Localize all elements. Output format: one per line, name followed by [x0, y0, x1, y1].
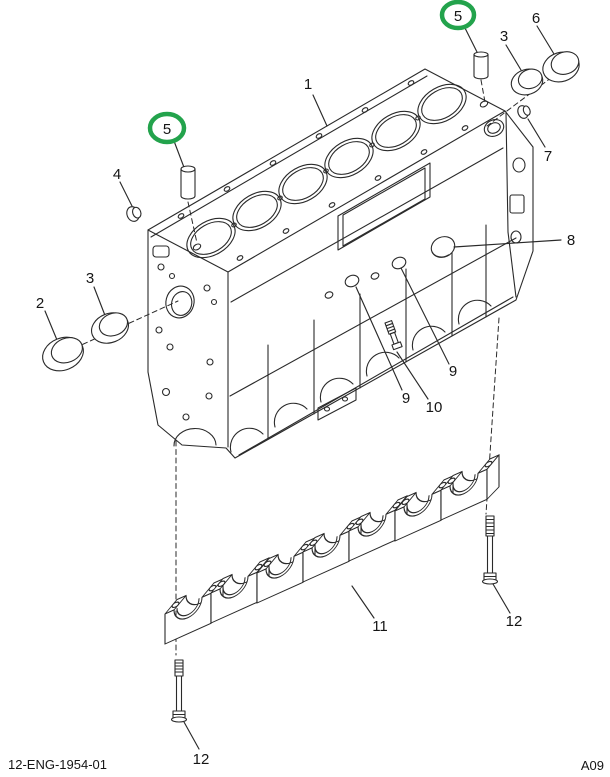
callout-label-3-front[interactable]: 3 [86, 270, 94, 287]
callout-label-2[interactable]: 2 [36, 295, 44, 312]
highlight-ring-callout-5-front[interactable] [147, 111, 187, 145]
drawing-number: 12-ENG-1954-01 [8, 757, 107, 772]
bearing-sleeve-6 [542, 51, 580, 83]
block-front-face [152, 245, 218, 447]
bearing-caps [164, 454, 500, 645]
block-rear-face [483, 119, 526, 244]
dowel-pin-rear [473, 51, 489, 80]
callout-label-4[interactable]: 4 [113, 166, 121, 183]
bearing-sleeve-3-front [91, 312, 129, 344]
stud-10 [384, 320, 403, 351]
highlight-ring-callout-5-rear[interactable] [439, 0, 477, 31]
block-side-face [229, 147, 517, 456]
callout-label-6[interactable]: 6 [532, 10, 540, 27]
leader-lines [44, 25, 562, 750]
callout-label-9-upper[interactable]: 9 [449, 363, 457, 380]
sheet-code: A09 [581, 758, 604, 773]
bearing-cap [440, 454, 500, 521]
bearing-sleeve-2 [42, 336, 84, 372]
footer: 12-ENG-1954-01 A09 [8, 757, 604, 773]
callout-label-9-lower[interactable]: 9 [402, 390, 410, 407]
deck-bolt-holes [177, 80, 489, 261]
callout-label-10[interactable]: 10 [426, 399, 443, 416]
callout-label-12-left[interactable]: 12 [193, 751, 210, 768]
cup-plug-7 [517, 105, 531, 119]
callout-label-1[interactable]: 1 [304, 76, 312, 93]
dowel-hole-front [192, 243, 202, 251]
dowel-hole-rear [479, 100, 489, 108]
callout-label-5-rear[interactable]: 5 [454, 8, 462, 25]
cylinder-bores [186, 83, 467, 259]
callout-label-5-front[interactable]: 5 [163, 121, 171, 138]
plug-4 [126, 206, 142, 222]
dowel-pin-front [180, 165, 196, 200]
bearing-cap-bolt-left [170, 659, 188, 723]
engine-block [147, 68, 534, 459]
callout-label-11[interactable]: 11 [372, 618, 388, 635]
callout-labels: 1 2 3 4 5 5 3 6 7 8 9 9 10 11 12 12 [36, 8, 575, 768]
callout-label-3-rear[interactable]: 3 [500, 28, 508, 45]
pipe-plug-9a [344, 274, 360, 288]
callout-label-12-right[interactable]: 12 [506, 613, 523, 630]
bearing-sleeve-3-rear [510, 68, 544, 96]
callout-label-7[interactable]: 7 [544, 148, 552, 165]
callout-label-8[interactable]: 8 [567, 232, 575, 249]
bearing-cap-bolt-right [481, 515, 499, 585]
